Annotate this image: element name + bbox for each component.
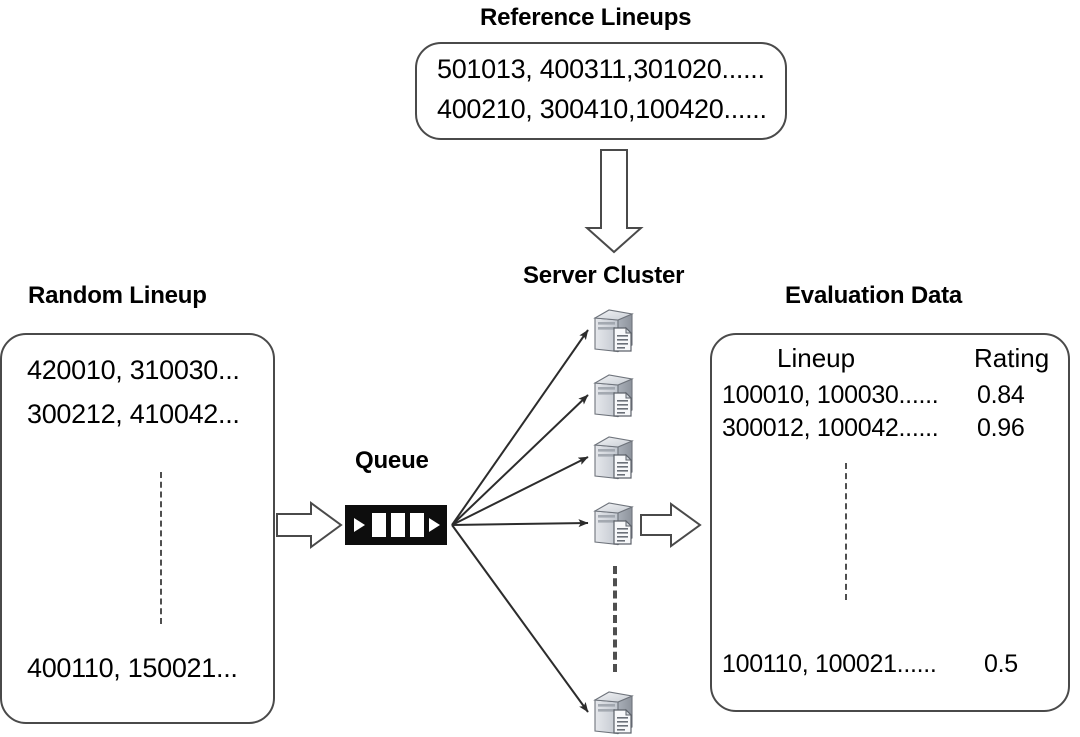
- random-lineup-title: Random Lineup: [28, 282, 207, 309]
- server-icon: [594, 691, 633, 735]
- arrow-right-hollow-icon: [276, 501, 343, 549]
- evaluation-column-header-lineup: Lineup: [777, 343, 856, 373]
- random-lineup-row: 400110, 150021...: [27, 653, 238, 683]
- reference-lineups-box: 501013, 400311,301020...... 400210, 3004…: [415, 42, 787, 140]
- server-icon: [594, 374, 633, 418]
- queue-bar: [410, 513, 424, 537]
- evaluation-column-header-rating: Rating: [974, 343, 1050, 373]
- reference-lineup-row: 400210, 300410,100420......: [437, 94, 767, 124]
- evaluation-row-lineup: 300012, 100042......: [722, 414, 939, 442]
- evaluation-row-lineup: 100010, 100030......: [722, 381, 939, 409]
- arrow-right-hollow-icon: [640, 502, 702, 548]
- server-icon: [594, 502, 633, 546]
- evaluation-row-lineup: 100110, 100021......: [722, 650, 937, 678]
- evaluation-row-rating: 0.5: [984, 650, 1018, 678]
- arrow-down-hollow-icon: [584, 149, 644, 254]
- server-cluster-ellipsis: [613, 566, 617, 672]
- server-icon: [594, 309, 633, 353]
- server-icon: [594, 436, 633, 480]
- random-lineup-ellipsis: [160, 472, 162, 624]
- queue-left-triangle-icon: [354, 518, 365, 532]
- queue-right-triangle-icon: [429, 518, 440, 532]
- queue-to-server-arrow: [451, 524, 589, 713]
- evaluation-data-title: Evaluation Data: [785, 282, 963, 309]
- queue-icon: [345, 505, 447, 545]
- evaluation-data-ellipsis: [845, 463, 847, 600]
- reference-lineup-row: 501013, 400311,301020......: [437, 54, 765, 84]
- evaluation-data-box: Lineup Rating 100010, 100030...... 0.84 …: [710, 333, 1070, 712]
- evaluation-row-rating: 0.84: [977, 381, 1025, 409]
- evaluation-row-rating: 0.96: [977, 414, 1025, 442]
- queue-to-server-arrow: [451, 329, 589, 526]
- random-lineup-box: 420010, 310030... 300212, 410042... 4001…: [0, 333, 275, 724]
- queue-bar: [391, 513, 405, 537]
- queue-title: Queue: [355, 447, 429, 474]
- queue-bar: [372, 513, 386, 537]
- queue-to-server-arrow: [451, 519, 589, 528]
- queue-to-server-arrow: [451, 456, 589, 526]
- reference-lineups-title: Reference Lineups: [480, 4, 692, 31]
- queue-to-server-arrow: [451, 394, 589, 526]
- random-lineup-row: 420010, 310030...: [27, 355, 240, 385]
- queue-to-server-arrows: [451, 329, 589, 713]
- random-lineup-row: 300212, 410042...: [27, 399, 240, 429]
- server-cluster-title: Server Cluster: [523, 262, 685, 289]
